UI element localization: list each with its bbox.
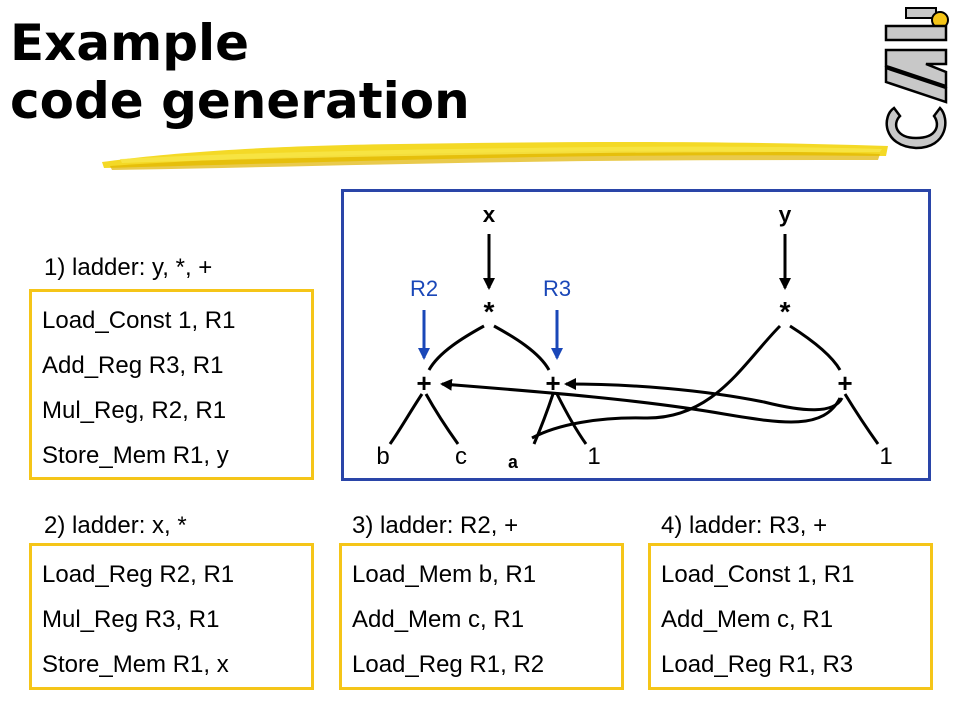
edge-mul-to-plus-2 <box>493 324 551 371</box>
step-4-code-line: Load_Const 1, R1 <box>661 561 855 588</box>
step-2-label: 2) ladder: x, * <box>44 512 187 539</box>
step-1-label: 1) ladder: y, *, + <box>44 254 213 281</box>
edge-plus-3-to-plus-2 <box>564 378 844 412</box>
slide-title: Example code generation <box>10 14 470 130</box>
step-1-code-line: Store_Mem R1, y <box>42 442 229 469</box>
step-4-code-line: Load_Reg R1, R3 <box>661 651 854 678</box>
edge-plus-to-c <box>424 393 460 445</box>
step-2-code-box: Load_Reg R2, R1 Mul_Reg R3, R1 Store_Mem… <box>29 543 314 690</box>
title-line-2: code generation <box>10 72 470 130</box>
node-x: x <box>482 204 495 229</box>
step-2-code-line: Load_Reg R2, R1 <box>42 561 235 588</box>
step-4-code-line: Add_Mem c, R1 <box>661 606 834 633</box>
expression-tree-svg: x y R2 R3 * * + + + b c a 1 1 <box>376 204 892 474</box>
node-plus-3: + <box>837 370 853 400</box>
step-4-label: 4) ladder: R3, + <box>661 512 828 539</box>
edge-plus-to-b <box>388 393 424 445</box>
leaf-c: c <box>455 443 467 470</box>
leaf-b: b <box>376 443 389 470</box>
node-plus-2: + <box>545 370 561 400</box>
edge-plus-3-to-plus-1 <box>440 378 842 424</box>
edge-mul-to-plus-3 <box>789 324 842 371</box>
edge-mul-to-leaf-a <box>531 324 782 440</box>
step-2-code-line: Mul_Reg R3, R1 <box>42 606 220 633</box>
leaf-1-mid: 1 <box>587 443 600 470</box>
edge-plus-to-a <box>532 393 555 445</box>
register-r2-label: R2 <box>410 276 438 301</box>
step-3-code-line: Load_Mem b, R1 <box>352 561 537 588</box>
register-r3-label: R3 <box>543 276 571 301</box>
step-1-code-box: Load_Const 1, R1 Add_Reg R3, R1 Mul_Reg,… <box>29 289 314 480</box>
node-mul-left: * <box>481 300 498 331</box>
step-3-code-box: Load_Mem b, R1 Add_Mem c, R1 Load_Reg R1… <box>339 543 624 690</box>
expression-tree-diagram: x y R2 R3 * * + + + b c a 1 1 <box>341 189 931 481</box>
step-3-label: 3) ladder: R2, + <box>352 512 519 539</box>
step-3-code-line: Add_Mem c, R1 <box>352 606 525 633</box>
node-plus-1: + <box>416 370 432 400</box>
step-3-code-line: Load_Reg R1, R2 <box>352 651 545 678</box>
step-1-code-line: Load_Const 1, R1 <box>42 307 236 334</box>
step-1-code-line: Mul_Reg, R2, R1 <box>42 397 227 424</box>
title-underline-brush <box>102 142 888 170</box>
edge-plus-to-1 <box>555 393 588 445</box>
leaf-1-right: 1 <box>879 443 892 470</box>
iaic-logo <box>884 7 949 150</box>
edge-mul-to-plus-1 <box>427 324 485 371</box>
step-1-code-line: Add_Reg R3, R1 <box>42 352 224 379</box>
edge-plus-to-1-right <box>843 393 880 445</box>
leaf-a: a <box>508 454 519 474</box>
step-2-code-line: Store_Mem R1, x <box>42 651 229 678</box>
node-mul-right: * <box>777 300 794 331</box>
node-y: y <box>778 204 791 229</box>
title-line-1: Example <box>10 14 250 72</box>
step-4-code-box: Load_Const 1, R1 Add_Mem c, R1 Load_Reg … <box>648 543 933 690</box>
